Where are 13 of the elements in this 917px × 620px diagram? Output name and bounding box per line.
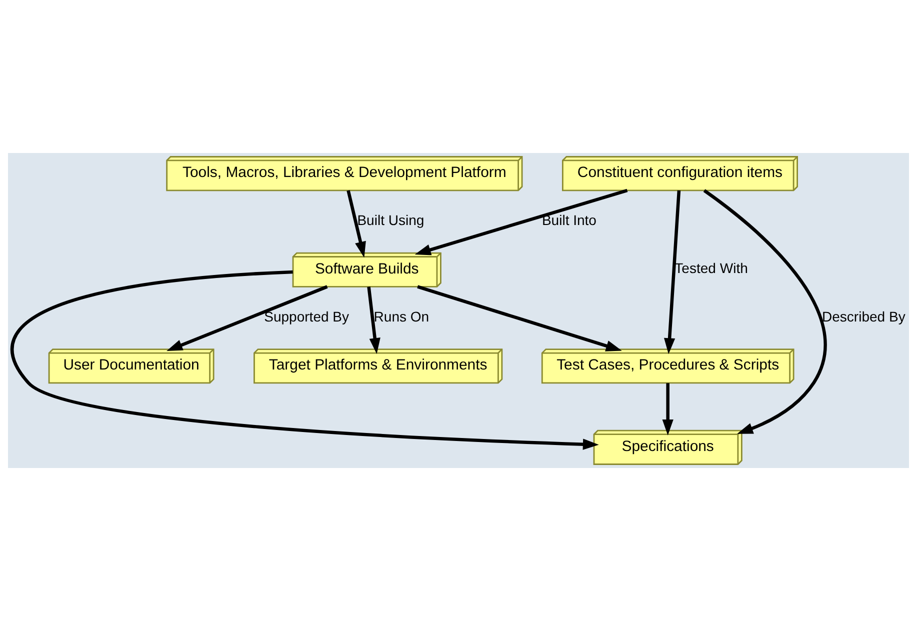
- edge-label: Tested With: [674, 260, 748, 276]
- edge-label: Built Using: [357, 211, 424, 228]
- arrow: [664, 190, 681, 354]
- arrow: [414, 188, 628, 255]
- arrow: [346, 190, 366, 258]
- arrow: [166, 284, 328, 351]
- arrow: [367, 286, 380, 354]
- arrow: [11, 270, 599, 450]
- edge-label: Runs On: [374, 308, 430, 324]
- edge-label: Supported By: [264, 308, 350, 324]
- arrow: [662, 382, 674, 435]
- edge-label: Described By: [822, 308, 906, 324]
- arrow: [417, 284, 622, 351]
